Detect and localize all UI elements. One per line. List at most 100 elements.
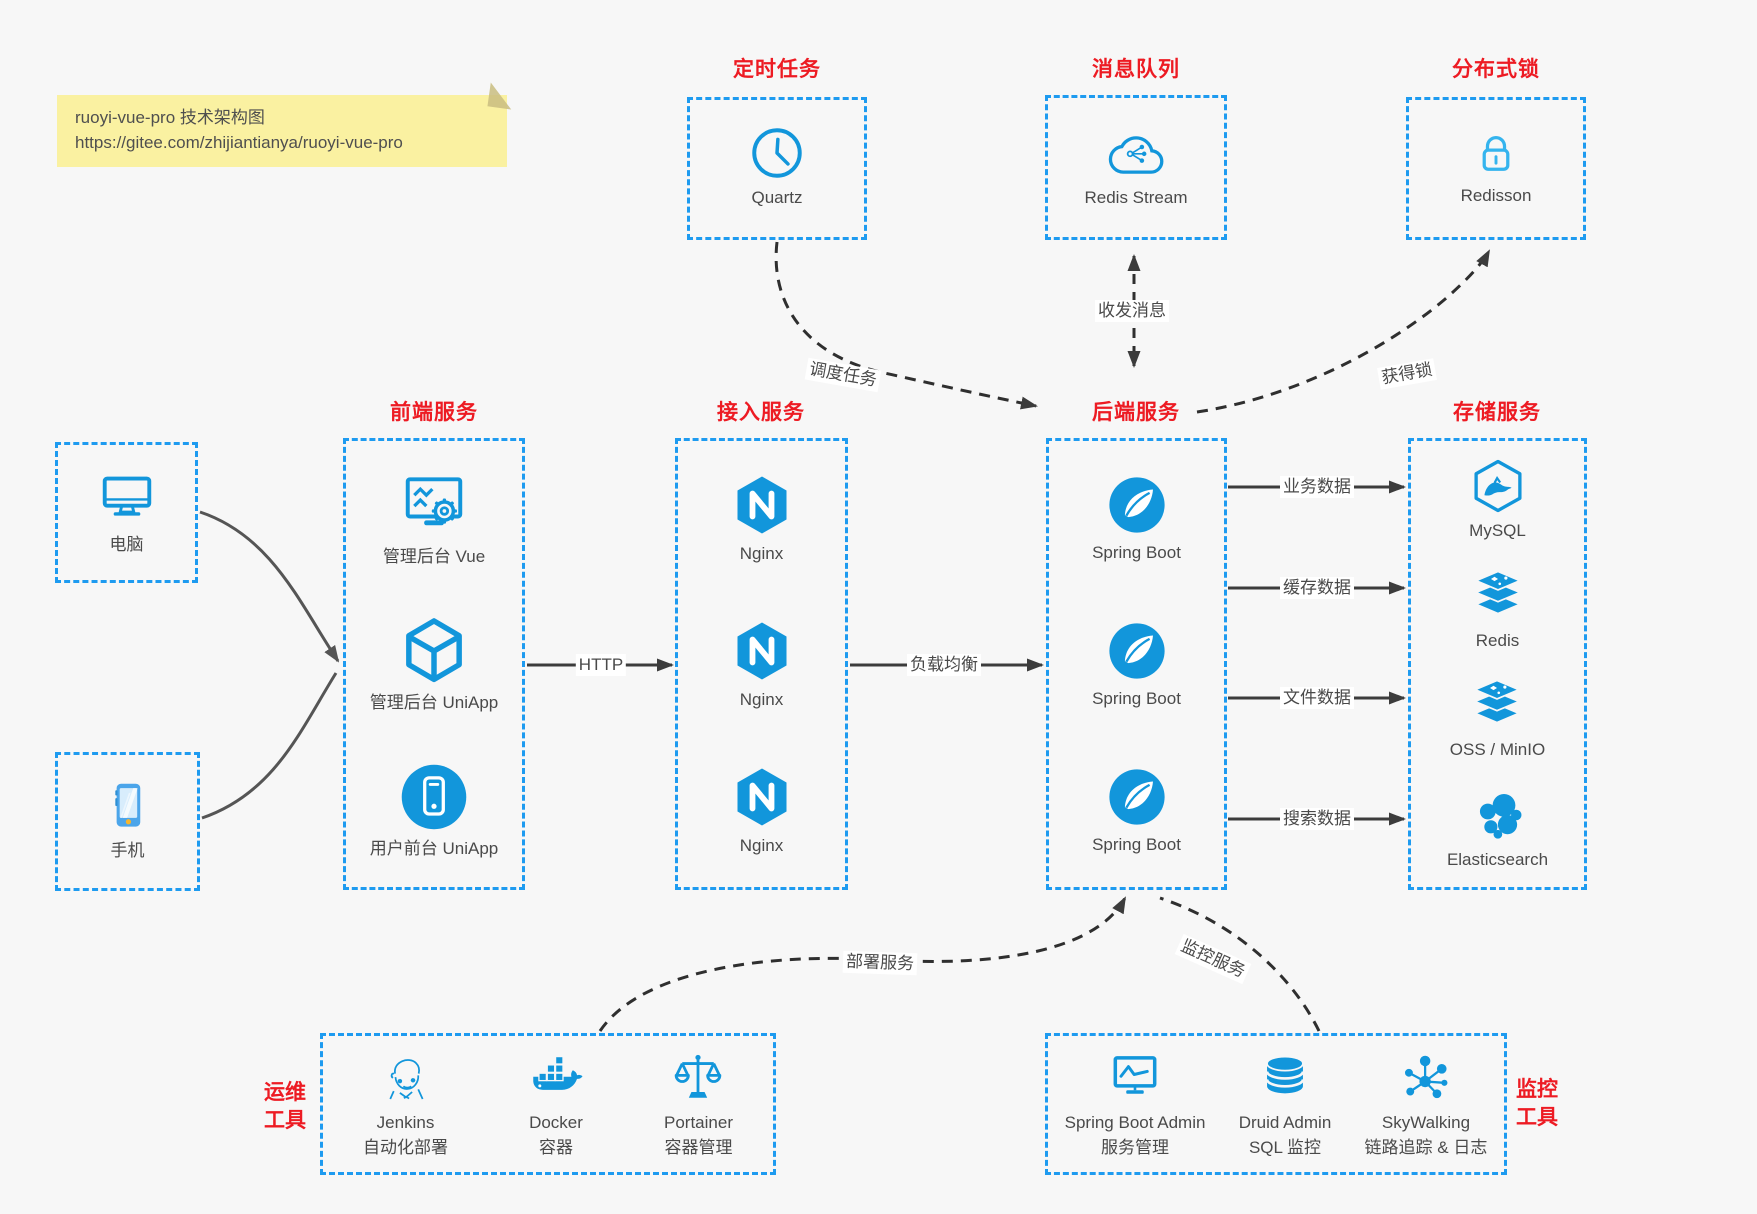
edge-label-load-balance: 负载均衡 <box>907 654 981 676</box>
spring-icon <box>1106 766 1168 828</box>
node-label: Spring Boot <box>1092 688 1181 708</box>
user-app-icon <box>399 762 469 832</box>
node-label: Portainer <box>664 1113 733 1132</box>
edge-monitor-service-line <box>1159 896 1321 1032</box>
node-label: Druid Admin <box>1238 1113 1332 1132</box>
node-label: Redisson <box>1460 186 1532 205</box>
node-gateway-1: Nginx <box>730 619 794 710</box>
node-label: Quartz <box>751 188 803 207</box>
node-label: SkyWalking <box>1381 1113 1471 1132</box>
group-box-ops: Jenkins 自动化部署 Docker 容器 Portainer 容器管理 <box>320 1033 776 1175</box>
uniapp-cube-icon <box>399 616 469 686</box>
client-label: 电脑 <box>109 535 144 554</box>
node-scheduler-0: Quartz <box>749 125 805 208</box>
docker-icon <box>528 1050 584 1106</box>
sticky-note-fold <box>487 82 515 110</box>
group-title-line: 工具 <box>1516 1106 1558 1129</box>
node-label: 用户前台 UniApp <box>369 838 499 858</box>
node-label: Jenkins <box>376 1113 435 1132</box>
node-monitoring-2: SkyWalking 链路追踪 & 日志 <box>1364 1050 1488 1158</box>
node-distributed-lock-0: Redisson <box>1460 127 1532 206</box>
node-ops-2: Portainer 容器管理 <box>664 1050 733 1158</box>
edge-label-send-receive-message: 收发消息 <box>1095 300 1169 322</box>
client-box-0: 电脑 <box>55 442 198 583</box>
cloud-stream-icon <box>1107 123 1165 181</box>
node-label: 管理后台 Vue <box>382 546 486 566</box>
spring-icon <box>1106 620 1168 682</box>
lock-icon <box>1470 127 1522 179</box>
node-backend-1: Spring Boot <box>1092 620 1181 709</box>
node-backend-2: Spring Boot <box>1092 766 1181 855</box>
node-label: 管理后台 UniApp <box>369 692 499 712</box>
group-title-frontend: 前端服务 <box>390 401 478 424</box>
node-label: Nginx <box>739 689 784 709</box>
edge-label-search-data: 搜索数据 <box>1280 808 1354 830</box>
edge-label-business-data: 业务数据 <box>1280 476 1354 498</box>
group-box-message-queue: Redis Stream <box>1045 95 1227 240</box>
clock-icon <box>749 125 805 181</box>
node-gateway-0: Nginx <box>730 473 794 564</box>
group-title-message-queue: 消息队列 <box>1092 58 1180 81</box>
oss-icon <box>1469 677 1525 733</box>
edge-label-deploy-service: 部署服务 <box>842 950 918 976</box>
node-sublabel: 容器管理 <box>664 1138 733 1157</box>
desktop-icon <box>96 466 158 528</box>
group-box-frontend: 管理后台 Vue 管理后台 UniApp 用户前台 UniApp <box>343 438 525 890</box>
node-gateway-2: Nginx <box>730 765 794 856</box>
sticky-note-title: ruoyi-vue-pro 技术架构图 <box>75 108 265 127</box>
node-frontend-1: 管理后台 UniApp <box>370 616 498 713</box>
node-storage-2: OSS / MinIO <box>1450 677 1545 760</box>
node-backend-0: Spring Boot <box>1092 474 1181 563</box>
node-storage-3: Elasticsearch <box>1447 787 1548 870</box>
group-title-line: 监控 <box>1516 1078 1558 1101</box>
admin-vue-icon <box>399 470 469 540</box>
node-label: Spring Boot Admin <box>1064 1113 1206 1132</box>
node-ops-1: Docker 容器 <box>528 1050 584 1158</box>
elasticsearch-icon <box>1469 787 1525 843</box>
node-storage-1: Redis <box>1470 568 1526 651</box>
nginx-icon <box>730 619 794 683</box>
node-frontend-0: 管理后台 Vue <box>383 470 485 567</box>
client-box-1: 手机 <box>55 752 200 891</box>
client-node-1: 手机 <box>100 778 156 861</box>
node-sublabel: 自动化部署 <box>363 1138 448 1157</box>
druid-icon <box>1257 1050 1313 1106</box>
group-title-scheduler: 定时任务 <box>733 58 821 81</box>
group-box-scheduler: Quartz <box>687 97 867 240</box>
node-sublabel: 容器 <box>539 1138 573 1157</box>
sticky-note-url: https://gitee.com/zhijiantianya/ruoyi-vu… <box>75 133 403 152</box>
edge-schedule-task-arrow <box>774 241 1038 410</box>
node-storage-0: MySQL <box>1469 458 1526 541</box>
smartphone-icon <box>100 778 156 834</box>
node-ops-0: Jenkins 自动化部署 <box>363 1050 448 1158</box>
node-sublabel: 服务管理 <box>1101 1138 1170 1157</box>
node-label: Redis Stream <box>1084 188 1188 207</box>
group-title-line: 工具 <box>264 1109 306 1132</box>
node-label: Nginx <box>739 543 784 563</box>
redis-icon <box>1470 568 1526 624</box>
edge-phone-to-frontend <box>201 672 338 820</box>
node-sublabel: 链路追踪 & 日志 <box>1364 1138 1488 1157</box>
node-label: Redis <box>1475 630 1520 650</box>
node-label: MySQL <box>1469 521 1526 541</box>
node-label: Nginx <box>739 835 784 855</box>
node-label: Spring Boot <box>1092 542 1181 562</box>
group-title-monitoring: 监控工具 <box>1505 1076 1569 1132</box>
client-node-0: 电脑 <box>96 466 158 555</box>
node-frontend-2: 用户前台 UniApp <box>370 762 498 859</box>
node-message-queue-0: Redis Stream <box>1084 123 1188 208</box>
sba-icon <box>1107 1050 1163 1106</box>
node-label: Docker <box>529 1113 583 1132</box>
edge-acquire-lock-arrow <box>1196 249 1491 414</box>
spring-icon <box>1106 474 1168 536</box>
edge-pc-to-frontend <box>199 510 340 663</box>
sticky-note: ruoyi-vue-pro 技术架构图 https://gitee.com/zh… <box>57 82 515 167</box>
edge-label-cache-data: 缓存数据 <box>1280 577 1354 599</box>
edge-label-file-data: 文件数据 <box>1280 687 1354 709</box>
